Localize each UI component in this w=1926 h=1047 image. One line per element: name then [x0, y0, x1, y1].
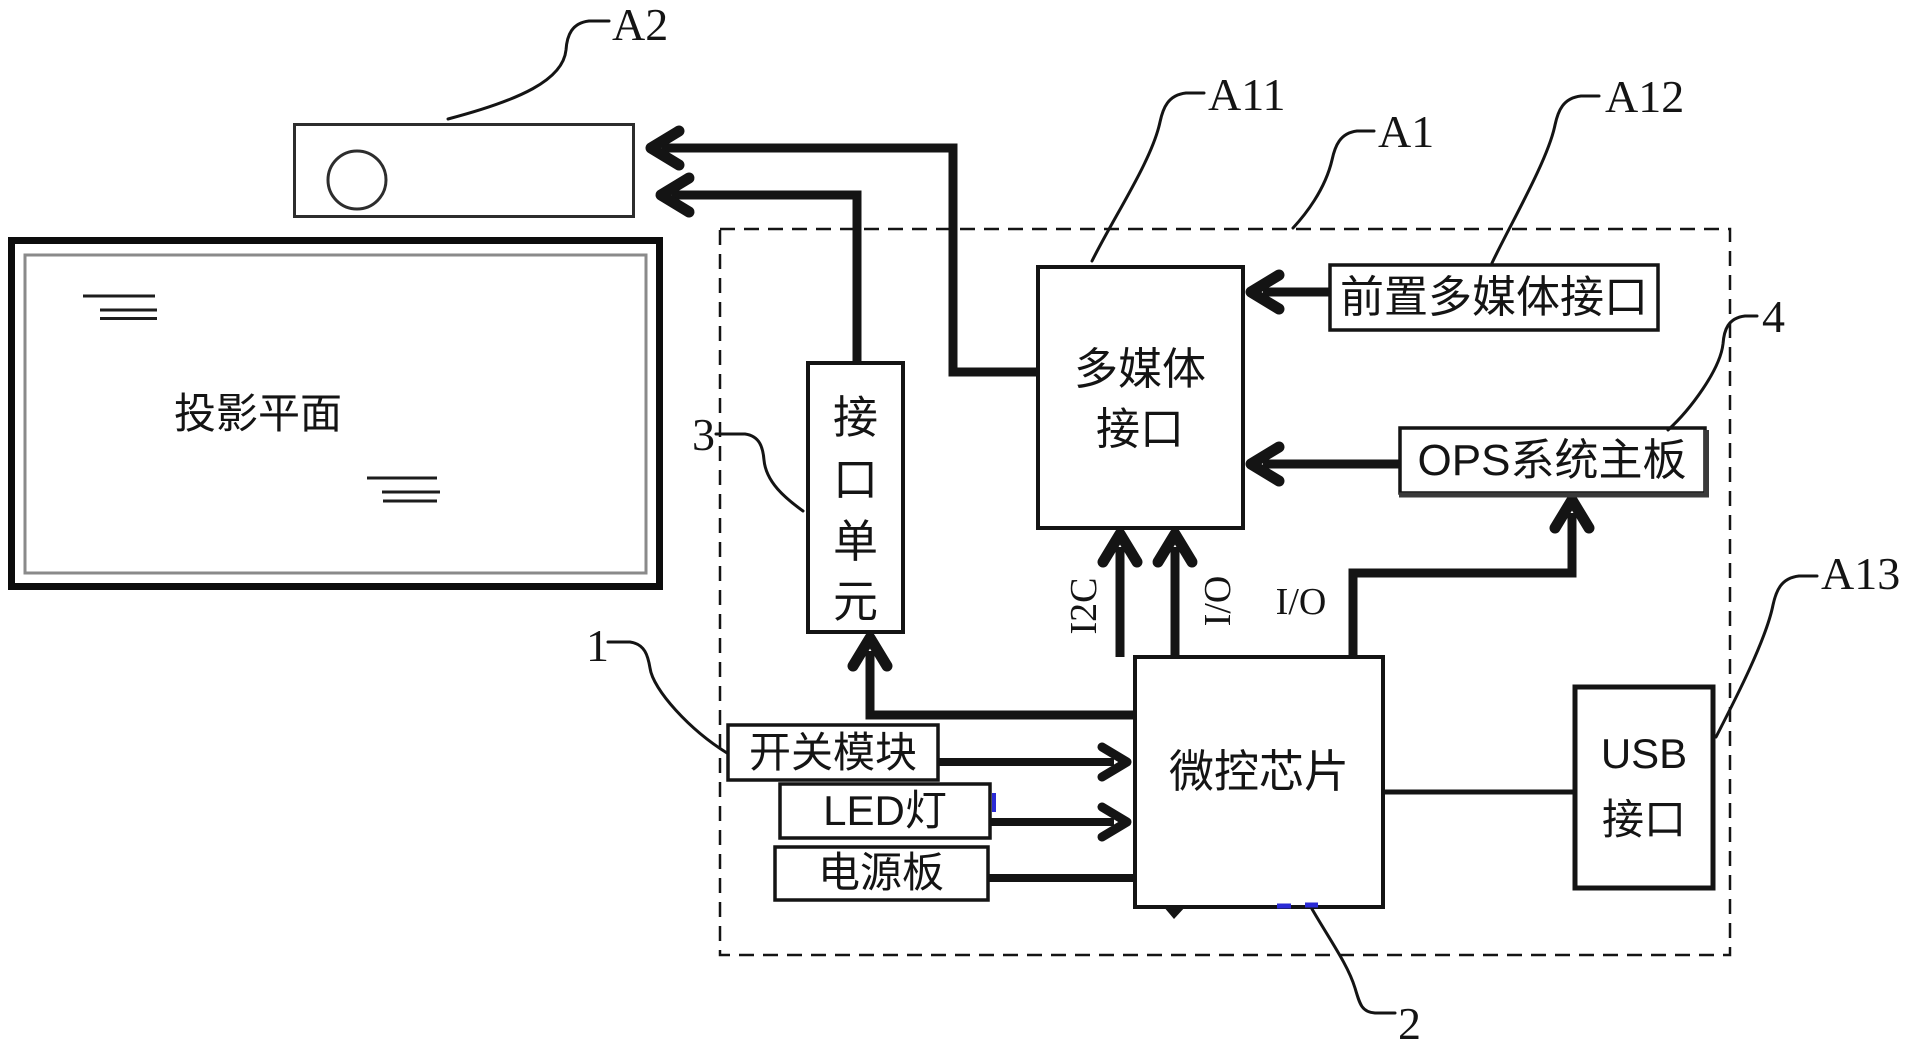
arrowhead-left-projector-lower	[655, 172, 695, 218]
projector-body	[293, 123, 635, 218]
leader-1	[606, 640, 729, 755]
mcu-label: 微控芯片	[1169, 746, 1349, 797]
leader-a12	[1490, 94, 1601, 265]
screen-hatch-bottom-right	[367, 476, 440, 503]
multimedia-to-projector-line	[662, 143, 1038, 377]
leader-4	[1666, 314, 1759, 432]
projection-screen-label: 投影平面	[174, 390, 342, 437]
reference-leaders	[446, 19, 1819, 1015]
interface-unit-char-4: 元	[833, 576, 878, 627]
projector	[293, 123, 635, 218]
screen-hatch-top-left	[83, 294, 157, 320]
switch-module-label: 开关模块	[749, 729, 917, 776]
usb-port-box	[1572, 684, 1716, 891]
usb-port-label-line2: 接口	[1602, 796, 1686, 843]
leader-a11	[1090, 91, 1206, 263]
arrowhead-left-projector-upper	[645, 125, 685, 171]
arrowhead-up-io	[1152, 528, 1198, 568]
projection-screen-inner-frame	[23, 253, 648, 575]
multimedia-interface-box	[1036, 265, 1245, 530]
mcu-to-interface-unit-line	[865, 651, 1135, 720]
arrowhead-up-ops	[1549, 494, 1595, 534]
ref-label-a1: A1	[1378, 106, 1434, 157]
ref-label-2: 2	[1398, 998, 1421, 1047]
interface-unit-char-2: 口	[833, 454, 878, 505]
arrowhead-up-interface-unit	[847, 632, 893, 672]
arrowhead-up-i2c	[1097, 528, 1143, 568]
leader-3	[714, 432, 805, 513]
mcu-to-ops-line	[1348, 513, 1577, 657]
ref-label-a2: A2	[612, 0, 668, 50]
multimedia-interface-label-line2: 接口	[1096, 405, 1184, 454]
power-board-box	[773, 845, 990, 902]
arrowhead-right-led	[1097, 802, 1132, 842]
led-light-label: LED灯	[823, 787, 947, 834]
leader-2	[1310, 907, 1397, 1015]
ops-board-box-shadow	[1399, 430, 1709, 498]
scan-artifacts	[992, 793, 1318, 919]
blocks: 接 口 单 元 多媒体 接口 前置多媒体接口 OPS系统主板 微控芯片 开关模块…	[726, 263, 1716, 909]
ref-label-a13: A13	[1821, 548, 1900, 599]
leader-a13	[1714, 574, 1819, 739]
bus-labels: I2C I/O I/O	[1063, 576, 1326, 635]
switch-module-box	[726, 723, 940, 782]
power-board-label: 电源板	[818, 849, 944, 896]
ops-board-label: OPS系统主板	[1418, 436, 1687, 485]
interface-unit-box	[806, 361, 905, 634]
arrowhead-left-multimedia-lower	[1245, 441, 1285, 487]
interface-unit-to-projector-line	[672, 190, 862, 363]
led-light-box	[778, 782, 992, 840]
ref-label-3: 3	[692, 409, 715, 460]
front-multimedia-interface-label: 前置多媒体接口	[1340, 273, 1648, 322]
bus-label-i2c: I2C	[1063, 578, 1105, 635]
projection-screen-outer-frame	[8, 237, 663, 590]
bus-label-io-vertical: I/O	[1197, 576, 1239, 627]
ref-label-a12: A12	[1605, 71, 1684, 122]
connections	[645, 125, 1595, 882]
multimedia-interface-label-line1: 多媒体	[1074, 345, 1206, 394]
arrowhead-left-multimedia-upper	[1245, 269, 1285, 315]
projector-lens-circle	[326, 149, 388, 211]
interface-unit-char-3: 单	[833, 516, 878, 567]
ref-label-1: 1	[586, 620, 609, 671]
usb-port-label-line1: USB	[1601, 730, 1687, 777]
system-enclosure-dashed-box	[718, 227, 1732, 957]
interface-unit-char-1: 接	[833, 392, 878, 443]
leader-a1	[1291, 129, 1376, 230]
projection-screen: 投影平面	[8, 237, 663, 590]
reference-labels: A2 A11 A1 A12 4 A13 3 1 2	[586, 0, 1900, 1047]
mcu-box	[1133, 655, 1385, 909]
small-down-arrowhead-artifact	[1163, 906, 1186, 919]
leader-a2	[446, 19, 611, 121]
arrowhead-right-switch	[1097, 742, 1132, 782]
ref-label-4: 4	[1762, 291, 1785, 342]
ref-label-a11: A11	[1208, 69, 1286, 120]
bus-label-io-horizontal: I/O	[1276, 581, 1327, 623]
front-multimedia-interface-box	[1328, 263, 1660, 332]
